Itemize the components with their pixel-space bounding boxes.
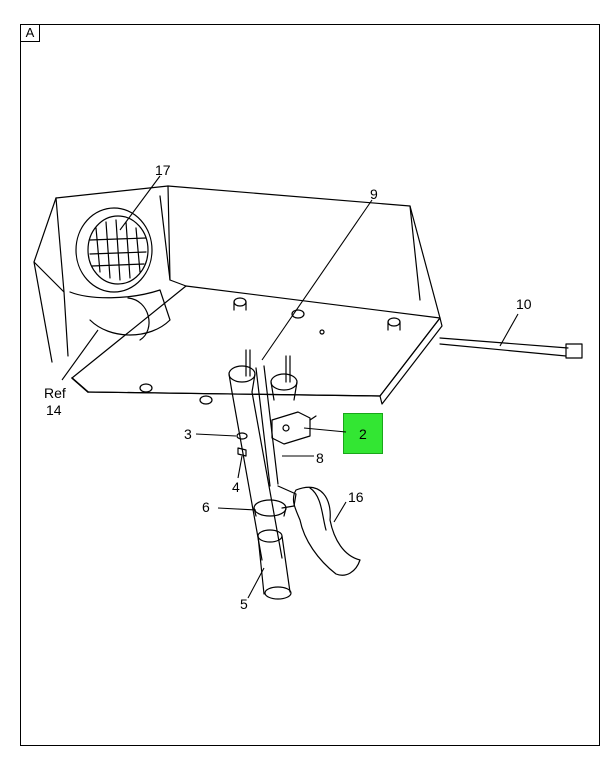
callout-6: 6	[202, 499, 210, 515]
callout-5: 5	[240, 596, 248, 612]
callout-2[interactable]: 2	[359, 426, 367, 442]
vent-assembly	[75, 207, 153, 293]
bracket	[271, 411, 317, 445]
callout-16: 16	[348, 489, 364, 505]
drawing-frame	[20, 24, 600, 746]
tube-5	[257, 529, 292, 600]
callout-14: 14	[46, 402, 62, 418]
clamp	[253, 485, 297, 517]
blower-duct	[69, 289, 171, 341]
cable	[439, 337, 583, 359]
heater-housing	[33, 185, 441, 363]
mounting-plate	[71, 285, 443, 405]
callout-3: 3	[184, 426, 192, 442]
elbow-duct	[292, 486, 361, 576]
callout-4: 4	[232, 479, 240, 495]
callout-8: 8	[316, 450, 324, 466]
tubes	[228, 349, 298, 561]
callout-17: 17	[155, 162, 171, 178]
view-label: A	[20, 24, 40, 42]
washer-nut	[236, 432, 248, 457]
callout-10: 10	[516, 296, 532, 312]
callout-2-highlight[interactable]	[343, 413, 383, 454]
callout-ref: Ref	[44, 385, 66, 401]
callout-9: 9	[370, 186, 378, 202]
